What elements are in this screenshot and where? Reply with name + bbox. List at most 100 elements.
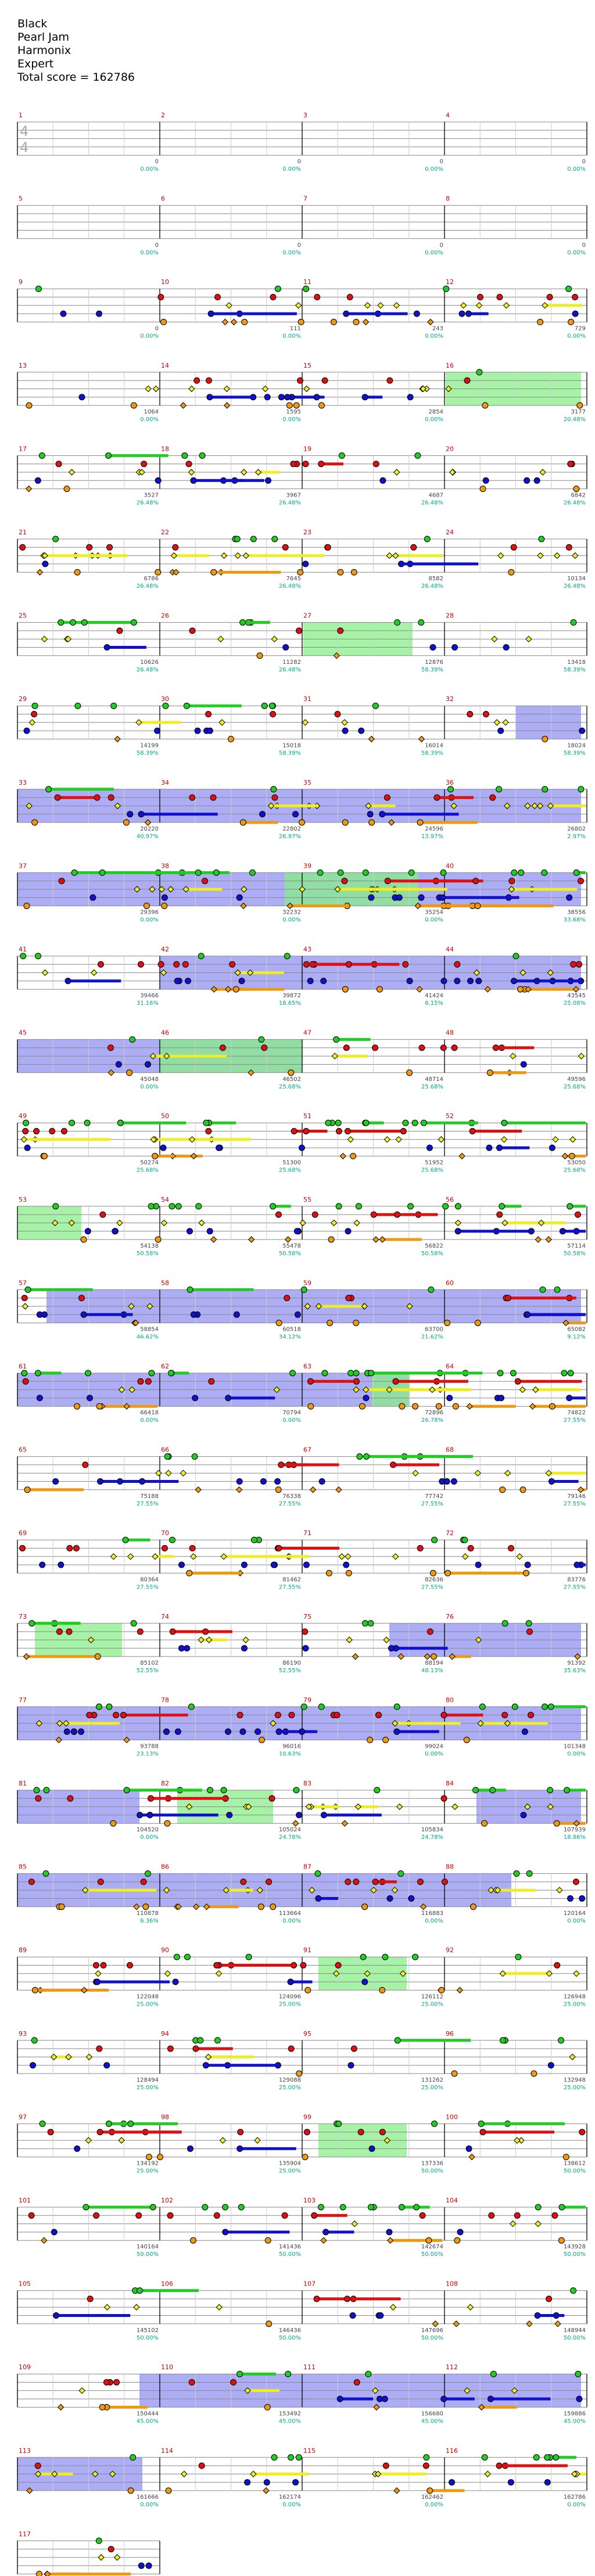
note-marker [307, 978, 314, 985]
measure-number: 14 [161, 362, 169, 369]
note-marker [377, 2312, 384, 2319]
note-marker [190, 1553, 197, 1560]
measure-number: 41 [19, 946, 27, 953]
measure-percent: 26.48% [279, 500, 301, 506]
note-marker [534, 2312, 541, 2319]
measure-percent: 25.00% [421, 2001, 443, 2007]
measure-percent: 0.00% [140, 416, 159, 423]
note-marker [386, 2237, 394, 2244]
note-marker [175, 1903, 182, 1910]
measure-number: 22 [161, 529, 169, 536]
note-marker [472, 878, 479, 885]
note-marker [413, 310, 420, 317]
note-marker [450, 1478, 457, 1485]
note-marker [451, 644, 458, 651]
note-marker [129, 1036, 136, 1043]
note-marker [519, 969, 526, 976]
note-marker [363, 1386, 370, 1393]
note-marker [258, 1036, 265, 1043]
note-marker [394, 1211, 401, 1218]
note-marker [206, 394, 213, 401]
measure-score: 26802 [567, 826, 586, 832]
note-marker [68, 469, 76, 476]
measure-score: 81462 [282, 1576, 301, 1583]
measure-score: 85102 [140, 1660, 159, 1666]
measure-number: 38 [161, 862, 169, 870]
note-marker [241, 318, 248, 325]
note-marker [519, 1486, 526, 1493]
measure-number: 49 [19, 1112, 27, 1120]
note-marker [20, 1136, 27, 1143]
staff-row [17, 205, 587, 239]
note-marker [288, 1712, 295, 1719]
note-marker [372, 1878, 379, 1885]
measure-percent: 9.12% [567, 1334, 586, 1341]
measure-percent: 0.00% [140, 250, 159, 256]
note-marker [392, 1720, 399, 1727]
measure-percent: 50.00% [421, 2168, 443, 2175]
measure-score: 51952 [425, 1159, 443, 1166]
note-marker [261, 1044, 268, 1051]
note-marker [35, 285, 42, 292]
note-marker [106, 544, 113, 551]
note-marker [70, 1728, 77, 1735]
note-marker [34, 2470, 42, 2478]
measure-number: 77 [19, 1696, 27, 1704]
measure-number: 75 [303, 1613, 311, 1621]
measure-score: 75188 [140, 1493, 159, 1500]
note-marker [264, 394, 271, 401]
note-marker [569, 2053, 576, 2061]
measure-percent: 26.48% [137, 667, 159, 673]
measure-score: 83776 [567, 1576, 586, 1583]
note-marker [499, 2037, 506, 2044]
note-marker [271, 635, 278, 642]
note-marker [66, 1545, 73, 1551]
note-marker [205, 377, 212, 384]
measure-percent: 25.00% [279, 2085, 301, 2091]
note-marker [54, 794, 61, 801]
note-marker [96, 310, 103, 317]
note-marker [386, 1895, 393, 1902]
measure-score: 105024 [279, 1827, 301, 1833]
measure-score: 8582 [429, 576, 443, 582]
measure-number: 92 [446, 1946, 454, 1954]
note-marker [567, 1895, 574, 1902]
note-marker [112, 1228, 119, 1235]
note-marker [51, 2470, 58, 2478]
note-marker [367, 1620, 374, 1627]
measure-percent: 50.58% [564, 1251, 586, 1257]
note-marker [353, 1878, 360, 1885]
note-marker [45, 786, 52, 793]
note-marker [21, 1295, 28, 1302]
measure-percent: 26.48% [137, 500, 159, 506]
note-marker [190, 477, 197, 484]
measure-percent: 58.39% [564, 667, 586, 673]
staff-row [17, 121, 587, 156]
note-marker [334, 711, 341, 717]
measure-percent: 0.00% [282, 1918, 301, 1924]
note-marker [297, 569, 304, 576]
note-marker [450, 802, 457, 810]
note-marker [372, 461, 379, 468]
note-marker [219, 1044, 226, 1051]
note-marker [275, 1728, 282, 1735]
note-marker [344, 1128, 351, 1134]
note-marker [114, 802, 121, 810]
note-marker [292, 811, 299, 818]
note-marker [377, 302, 384, 309]
measure-number: 11 [303, 278, 311, 286]
note-marker [86, 1712, 93, 1719]
note-marker [128, 1386, 135, 1393]
note-marker [572, 310, 579, 317]
note-marker [273, 1386, 281, 1393]
note-marker [526, 1628, 533, 1635]
note-marker [353, 1219, 360, 1227]
note-marker [178, 1561, 185, 1568]
measure-number: 45 [19, 1029, 27, 1037]
note-marker [504, 1720, 511, 1727]
note-marker [469, 1903, 476, 1910]
measure-number: 44 [446, 946, 454, 953]
note-marker [509, 1052, 517, 1059]
note-marker [184, 978, 191, 985]
note-marker [361, 1903, 368, 1910]
